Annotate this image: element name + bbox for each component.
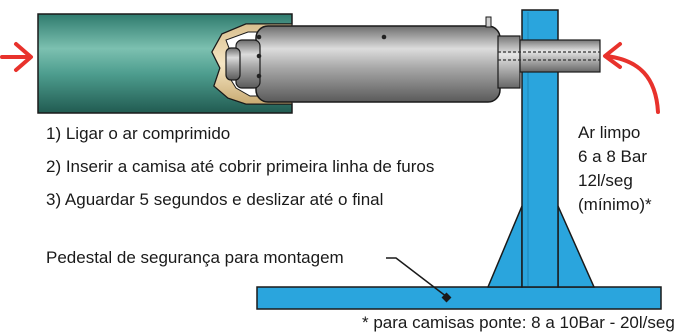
air-shaft [519, 39, 601, 73]
vent-hole [256, 34, 262, 40]
mandrel-tip [225, 47, 241, 81]
curved-arrow-icon [603, 42, 660, 114]
top-pin [485, 16, 492, 28]
arrow-right-icon [0, 42, 33, 72]
air-spec-line-1: Ar limpo [578, 123, 641, 142]
footnote: * para camisas ponte: 8 a 10Bar - 20l/se… [362, 313, 675, 332]
pedestal-label: Pedestal de segurança para montagem [46, 248, 344, 267]
air-spec-line-2: 6 a 8 Bar [578, 147, 647, 166]
sleeve-cutaway [37, 13, 293, 114]
mandrel-body [255, 25, 501, 103]
vent-hole [256, 73, 262, 79]
pedestal-leader [386, 257, 452, 303]
shaft-collar [497, 35, 521, 89]
instruction-step-2: 2) Inserir a camisa até cobrir primeira … [46, 157, 435, 176]
vent-hole [381, 34, 387, 40]
pedestal-base [256, 286, 662, 310]
vent-hole [256, 53, 262, 59]
pedestal-right-gusset [557, 205, 596, 288]
instruction-step-1: 1) Ligar o ar comprimido [46, 124, 231, 143]
mandrel [225, 16, 601, 103]
air-spec-line-4: (mínimo)* [578, 195, 652, 214]
instruction-step-3: 3) Aguardar 5 segundos e deslizar até o … [46, 190, 384, 209]
air-spec-line-3: 12l/seg [578, 171, 633, 190]
pedestal-left-gusset [486, 205, 523, 288]
